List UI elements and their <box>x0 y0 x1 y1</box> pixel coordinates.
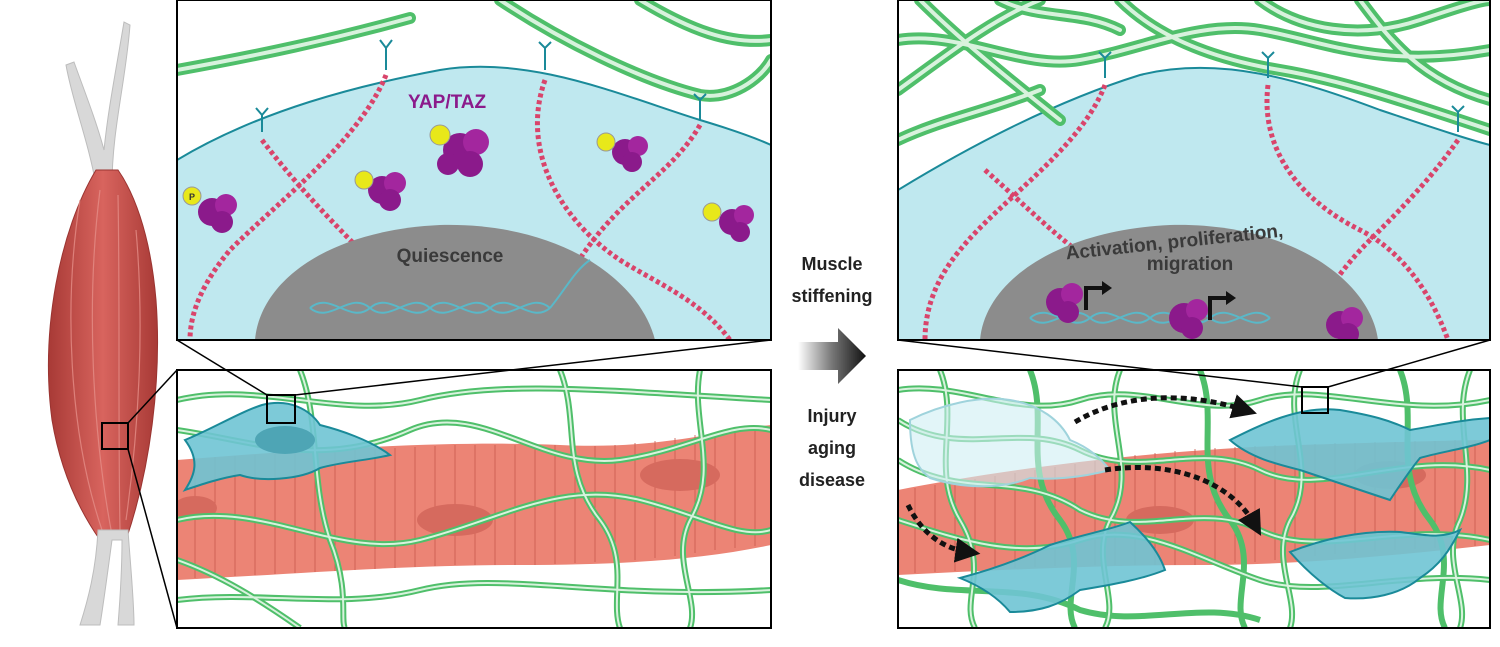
zoom-box-muscle <box>101 422 129 450</box>
muscle-belly <box>48 169 159 541</box>
yap-complex <box>354 170 406 211</box>
panel-frame-bottom-left <box>176 369 772 629</box>
nucleus <box>980 224 1378 340</box>
cause-label-line3: disease <box>799 470 865 490</box>
satellite-cell-migrated <box>956 520 1167 614</box>
panel-activated-cell: Activation, proliferation, migration <box>897 0 1491 341</box>
whole-muscle-illustration <box>48 21 178 629</box>
tendon-lower <box>79 529 135 626</box>
yap-complex <box>182 186 237 233</box>
nucleus <box>255 224 655 340</box>
cause-label-line1: Injury <box>807 406 856 426</box>
quiescence-label: Quiescence <box>397 246 504 267</box>
zoom-box-niche <box>266 394 296 424</box>
zoom-box-niche <box>1301 386 1329 414</box>
panel-healthy-niche <box>176 339 772 629</box>
panel-frame-top-right <box>897 0 1491 341</box>
collagen-mesh <box>898 0 1490 146</box>
stiffening-label-line2: stiffening <box>792 286 873 306</box>
cause-label-line2: aging <box>808 438 856 458</box>
yap-taz-label: YAP/TAZ <box>408 92 487 113</box>
arrow-right-icon <box>798 328 866 384</box>
dna-helix <box>309 259 591 314</box>
dotted-arrow-icon <box>905 394 1262 563</box>
center-transition: Muscle stiffening Injury aging disease <box>792 254 873 490</box>
panel-frame-top-left <box>176 0 772 341</box>
activation-label-line2: migration <box>1147 254 1234 275</box>
satellite-cell-migrated <box>1228 408 1490 502</box>
panel-quiescent-cell: P YAP/TAZ Quiescence <box>176 0 772 341</box>
yap-complex <box>429 124 489 177</box>
nuclear-yap-complexes <box>1046 283 1363 340</box>
tendon-upper <box>65 21 131 186</box>
yap-complex <box>702 202 754 242</box>
stiffening-label-line1: Muscle <box>801 254 862 274</box>
phospho-label: P <box>189 192 195 202</box>
bent-arrow-icon <box>1084 286 1228 320</box>
panel-frame-bottom-right <box>897 369 1491 629</box>
satellite-cell-migrated <box>1288 527 1463 600</box>
panel-stiffened-niche <box>897 339 1491 629</box>
yap-taz-complexes <box>182 124 754 242</box>
yap-complex <box>596 132 648 172</box>
